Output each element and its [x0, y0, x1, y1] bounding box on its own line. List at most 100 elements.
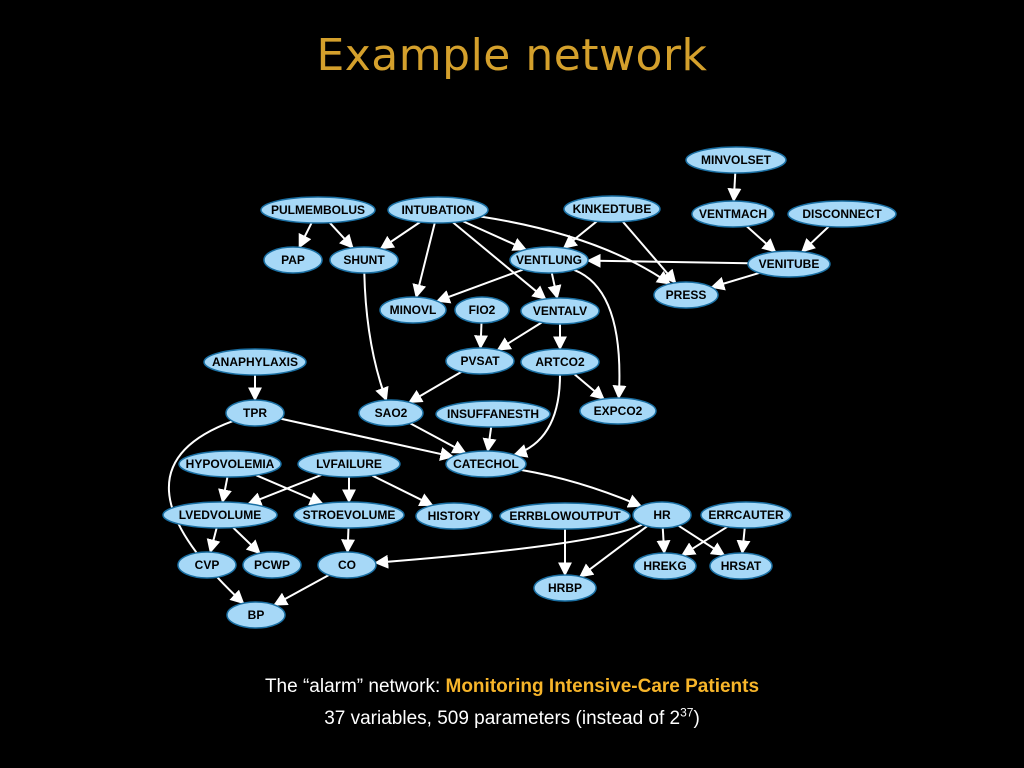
- node-hypovolemia: HYPOVOLEMIA: [178, 450, 282, 478]
- node-label: ANAPHYLAXIS: [212, 355, 298, 369]
- node-bp: BP: [226, 601, 286, 629]
- node-ellipse: [162, 501, 278, 529]
- node-ellipse: [379, 296, 447, 324]
- node-ellipse: [563, 195, 661, 223]
- node-ellipse: [709, 552, 773, 580]
- edge-lvedvolume-to-pcwp: [232, 526, 261, 555]
- node-hrbp: HRBP: [533, 574, 597, 602]
- node-venitube: VENITUBE: [747, 250, 831, 278]
- node-press: PRESS: [653, 281, 719, 309]
- node-catechol: CATECHOL: [445, 450, 527, 478]
- node-sao2: SAO2: [358, 399, 424, 427]
- node-ellipse: [653, 281, 719, 309]
- node-label: ERRBLOWOUTPUT: [509, 509, 621, 523]
- caption-prefix: The “alarm” network:: [264, 676, 446, 697]
- edge-insuffanesth-to-catechol: [482, 426, 497, 453]
- edge-disconnect-to-venitube: [801, 225, 830, 253]
- node-minovl: MINOVL: [379, 296, 447, 324]
- node-label: CO: [338, 558, 356, 572]
- node-ellipse: [242, 551, 302, 579]
- node-label: CATECHOL: [453, 457, 519, 471]
- edge-tpr-to-catechol: [280, 417, 455, 461]
- node-expco2: EXPCO2: [579, 397, 657, 425]
- edge-pvsat-to-sao2: [408, 371, 462, 404]
- node-anaphylaxis: ANAPHYLAXIS: [203, 348, 307, 376]
- node-ellipse: [203, 348, 307, 376]
- edge-ventlung-to-expco2: [573, 269, 627, 400]
- node-ellipse: [454, 296, 510, 324]
- node-label: STROEVOLUME: [303, 508, 396, 522]
- node-ellipse: [685, 146, 787, 174]
- node-ellipse: [358, 399, 424, 427]
- node-ellipse: [533, 574, 597, 602]
- node-ellipse: [177, 551, 237, 579]
- edge-intubation-to-press: [480, 215, 672, 285]
- slide-title: Example network: [316, 30, 708, 81]
- node-label: MINOVL: [390, 303, 437, 317]
- edge-lvedvolume-to-cvp: [206, 527, 221, 554]
- node-ellipse: [445, 347, 515, 375]
- edge-artco2-to-catechol: [512, 374, 561, 458]
- node-label: LVFAILURE: [316, 457, 382, 471]
- edge-hr-to-hrekg: [656, 527, 671, 555]
- node-hrsat: HRSAT: [709, 552, 773, 580]
- edge-intubation-to-shunt: [379, 221, 421, 250]
- node-ellipse: [317, 551, 377, 579]
- node-label: SHUNT: [343, 253, 385, 267]
- edge-fio2-to-pvsat: [474, 322, 488, 350]
- edge-catechol-to-hr: [521, 469, 643, 508]
- edge-hypovolemia-to-stroevolume: [255, 474, 324, 506]
- node-cvp: CVP: [177, 551, 237, 579]
- edge-kinkedtube-to-press: [622, 221, 677, 284]
- node-pcwp: PCWP: [242, 551, 302, 579]
- edge-hr-to-hrbp: [578, 525, 648, 578]
- node-ellipse: [499, 502, 631, 530]
- node-ellipse: [787, 200, 897, 228]
- node-label: TPR: [243, 406, 267, 420]
- node-insuffanesth: INSUFFANESTH: [435, 400, 551, 428]
- edge-hr-to-hrsat: [677, 524, 726, 556]
- edge-pulmembolus-to-pap: [298, 222, 313, 249]
- node-ventlung: VENTLUNG: [509, 246, 589, 274]
- edge-intubation-to-minovl: [412, 222, 436, 299]
- node-lvfailure: LVFAILURE: [297, 450, 401, 478]
- node-ellipse: [263, 246, 323, 274]
- node-label: INSUFFANESTH: [447, 407, 539, 421]
- network-edges: [167, 172, 830, 606]
- node-ellipse: [178, 450, 282, 478]
- edge-venitube-to-ventlung: [586, 253, 749, 268]
- node-label: VENITUBE: [759, 257, 820, 271]
- node-label: CVP: [195, 558, 220, 572]
- node-label: FIO2: [469, 303, 496, 317]
- edge-lvfailure-to-history: [371, 474, 434, 507]
- node-kinkedtube: KINKEDTUBE: [563, 195, 661, 223]
- edge-ventlung-to-minovl: [435, 268, 524, 304]
- node-ellipse: [632, 501, 692, 529]
- node-ellipse: [226, 601, 286, 629]
- slide-caption: The “alarm” network: Monitoring Intensiv…: [0, 671, 1024, 735]
- node-label: HYPOVOLEMIA: [186, 457, 275, 471]
- node-label: HREKG: [643, 559, 686, 573]
- edge-venitube-to-press: [710, 271, 760, 291]
- node-label: MINVOLSET: [701, 153, 772, 167]
- node-label: PRESS: [666, 288, 707, 302]
- node-label: VENTMACH: [699, 207, 767, 221]
- node-label: BP: [248, 608, 265, 622]
- node-ellipse: [260, 196, 376, 224]
- node-disconnect: DISCONNECT: [787, 200, 897, 228]
- node-intubation: INTUBATION: [387, 196, 489, 224]
- node-ellipse: [747, 250, 831, 278]
- edge-errcauter-to-hrsat: [736, 527, 751, 555]
- edge-ventlung-to-ventalv: [547, 272, 562, 300]
- node-fio2: FIO2: [454, 296, 510, 324]
- node-label: PAP: [281, 253, 305, 267]
- edge-shunt-to-sao2: [363, 272, 389, 402]
- caption-stats: 37 variables, 509 parameters (instead of…: [324, 708, 681, 729]
- node-hr: HR: [632, 501, 692, 529]
- caption-highlight: Monitoring Intensive-Care Patients: [445, 676, 760, 697]
- edge-hypovolemia-to-lvedvolume: [218, 476, 232, 504]
- node-artco2: ARTCO2: [520, 348, 600, 376]
- caption-line-2: 37 variables, 509 parameters (instead of…: [0, 703, 1024, 735]
- node-ellipse: [435, 400, 551, 428]
